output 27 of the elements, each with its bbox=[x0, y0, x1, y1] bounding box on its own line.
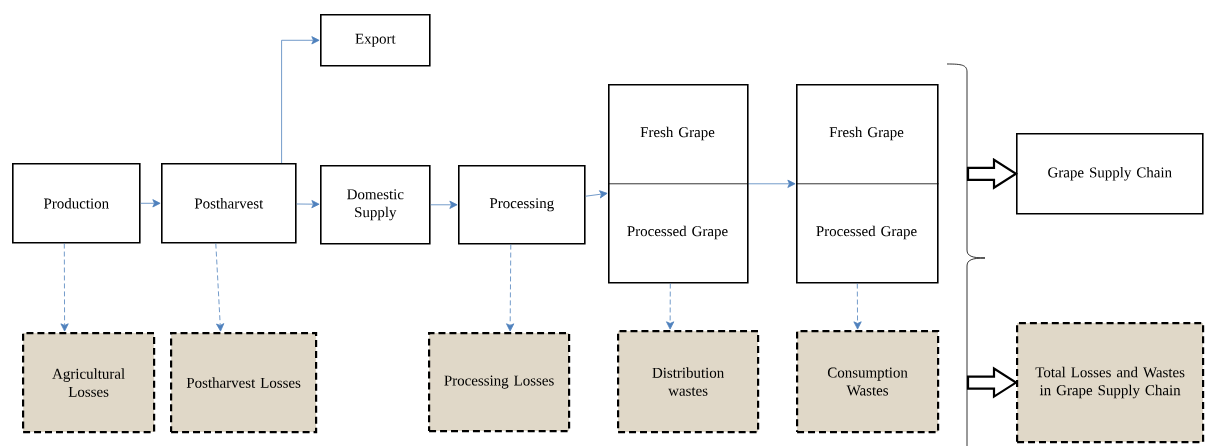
loss-box: Postharvest Losses bbox=[170, 332, 318, 434]
arrow bbox=[853, 283, 862, 330]
process-box: Export bbox=[320, 14, 431, 67]
process-box: Production bbox=[12, 163, 141, 244]
loss-box: Agricultural Losses bbox=[22, 332, 156, 434]
arrow bbox=[506, 244, 515, 332]
block-arrow bbox=[966, 366, 1019, 399]
process-box: Grape Supply Chain bbox=[1016, 133, 1204, 215]
loss-box: Consumption Wastes bbox=[796, 330, 940, 434]
arrow bbox=[140, 199, 161, 208]
split-box: Fresh Grape Processed Grape bbox=[795, 84, 939, 284]
arrow bbox=[296, 200, 320, 209]
loss-box: Total Losses and Wastes in Grape Supply Chain bbox=[1016, 322, 1205, 444]
process-box: Domestic Supply bbox=[320, 165, 431, 245]
arrow bbox=[748, 179, 796, 188]
process-box: Postharvest bbox=[161, 163, 297, 244]
arrow bbox=[585, 190, 608, 199]
arrow bbox=[281, 36, 320, 164]
arrow bbox=[430, 200, 458, 209]
loss-box: Distribution wastes bbox=[617, 330, 760, 434]
arrow bbox=[215, 243, 225, 332]
loss-box: Processing Losses bbox=[428, 332, 571, 433]
split-box: Fresh Grape Processed Grape bbox=[607, 84, 749, 284]
arrow bbox=[666, 283, 675, 330]
block-arrow bbox=[966, 157, 1019, 190]
process-box: Processing bbox=[458, 165, 586, 245]
arrow bbox=[60, 243, 69, 332]
